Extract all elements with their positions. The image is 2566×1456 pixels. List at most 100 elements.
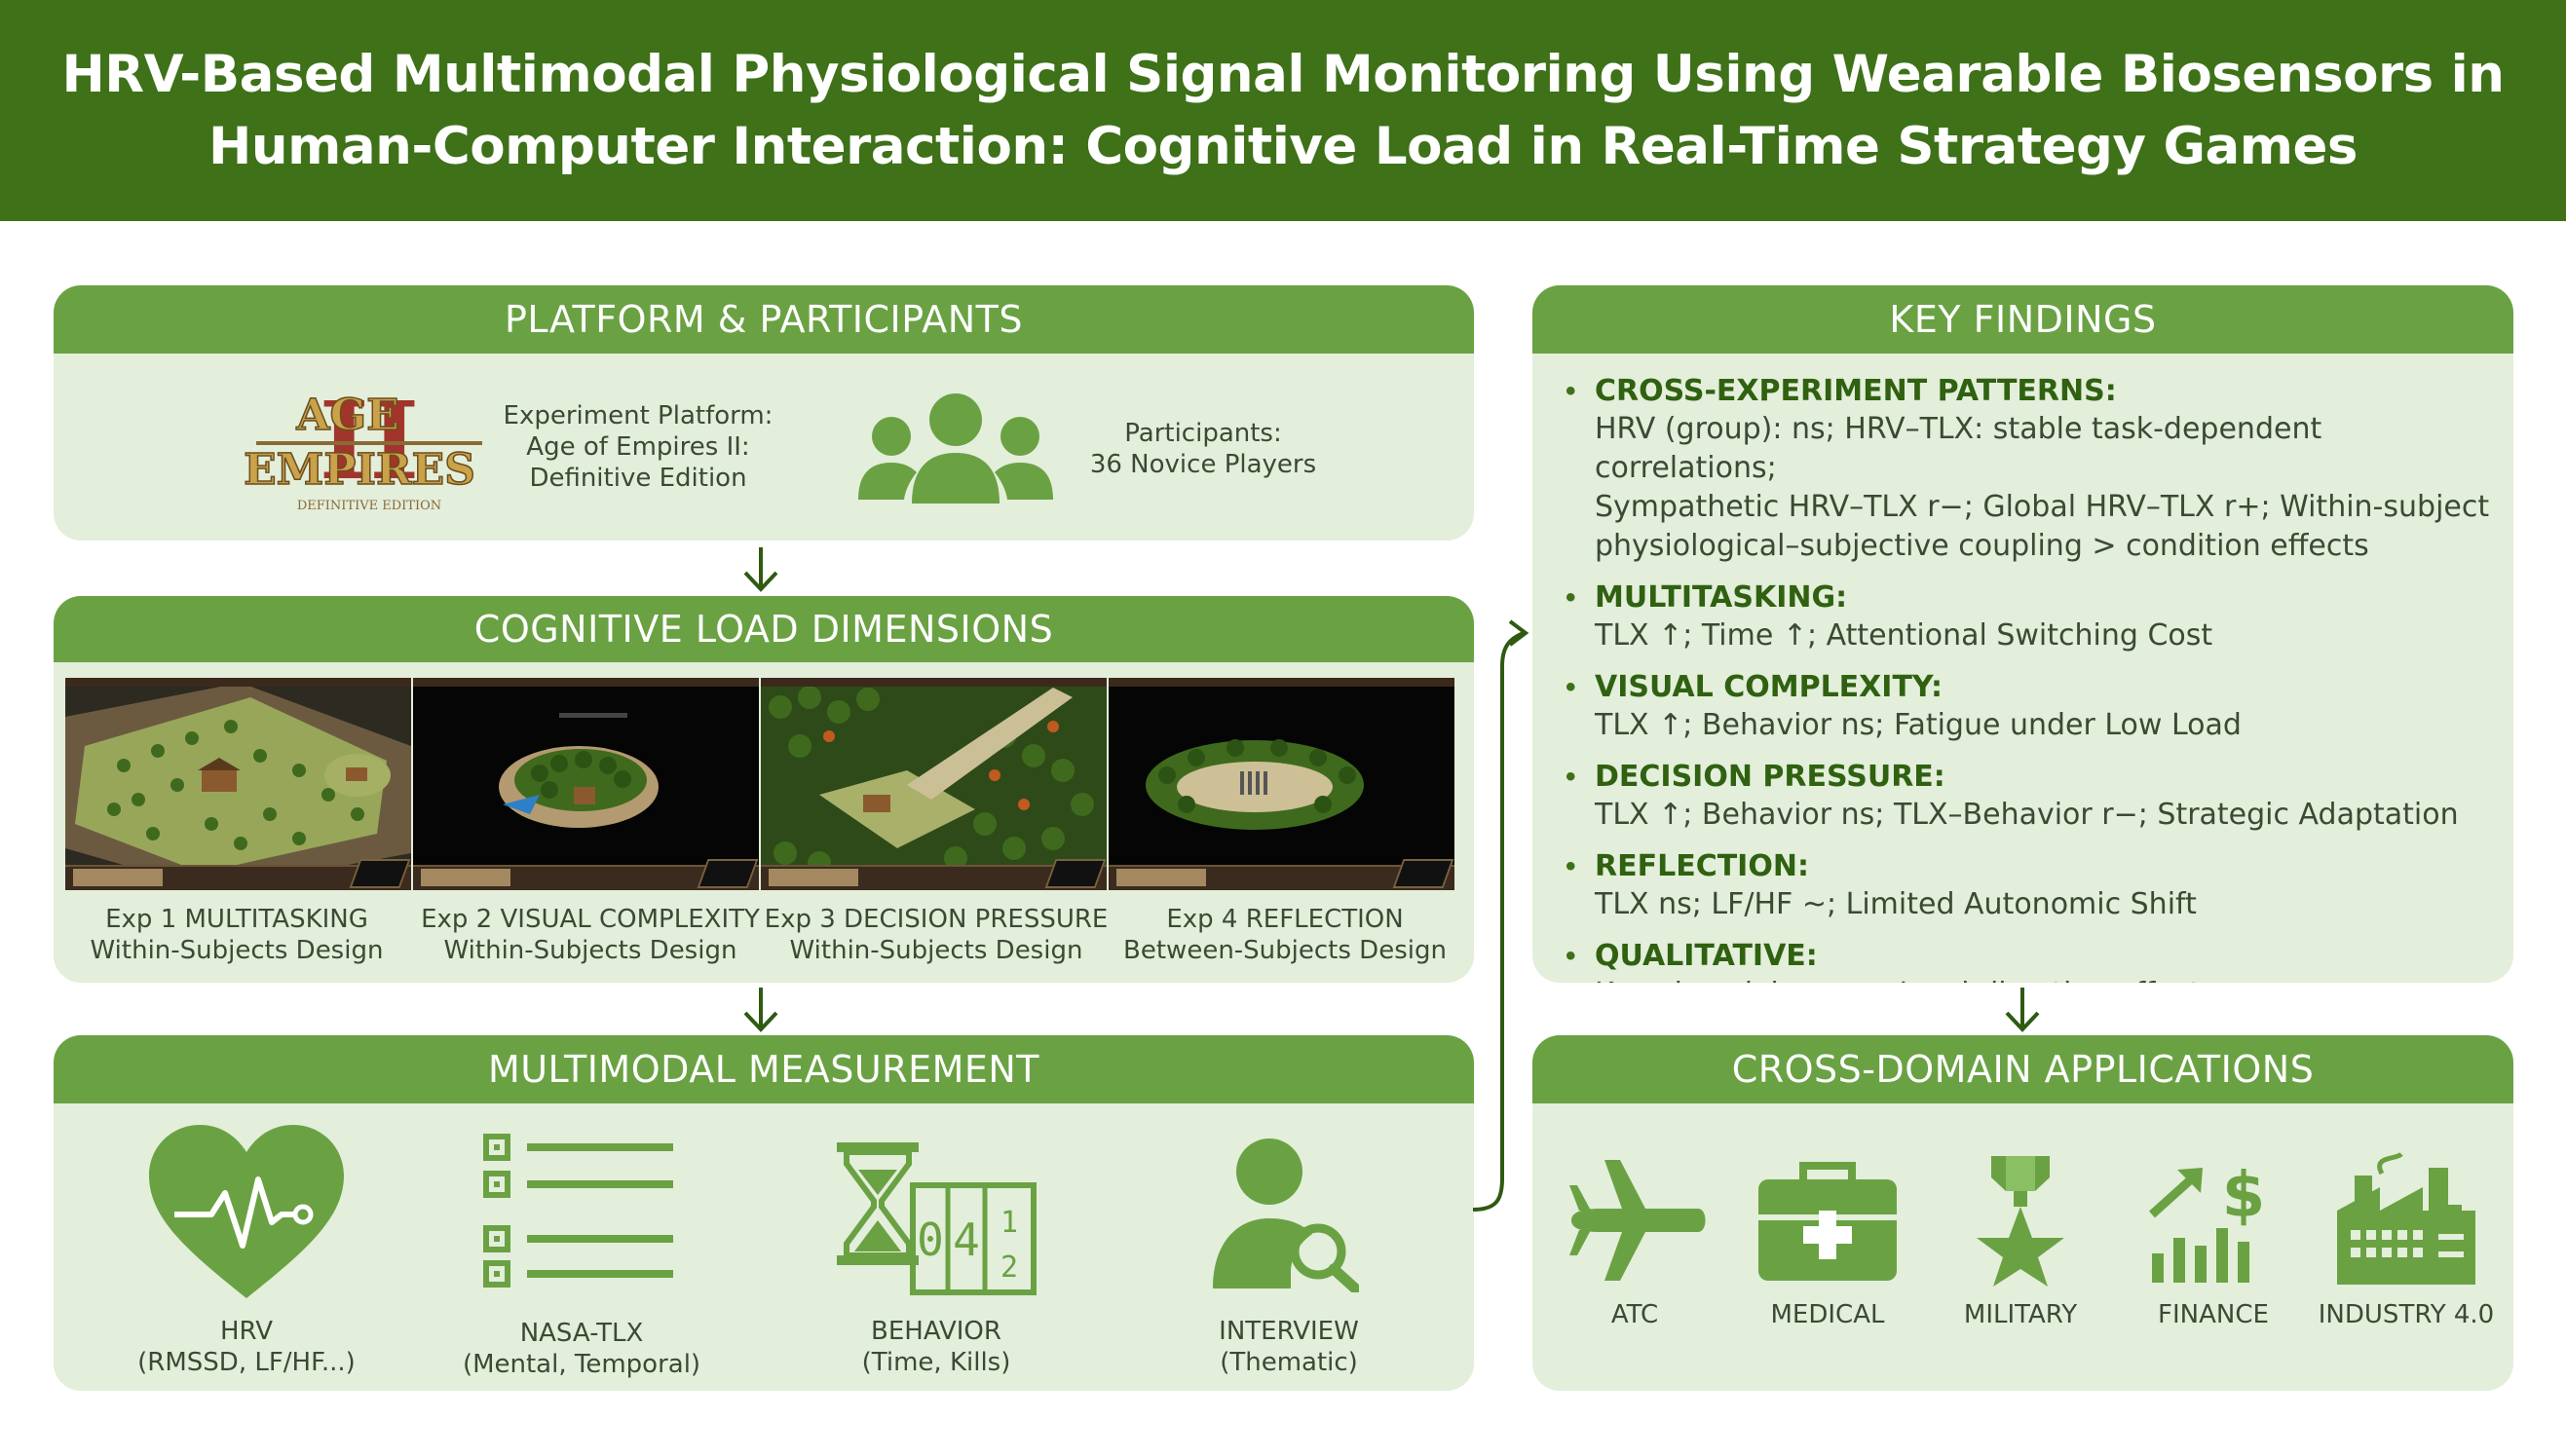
participants-line: 36 Novice Players: [1089, 450, 1317, 479]
exp4-design: Between-Subjects Design: [1123, 936, 1447, 965]
applications-heading: CROSS-DOMAIN APPLICATIONS: [1532, 1035, 2513, 1103]
finding-line: HRV (group): ns; HRV–TLX: stable task-de…: [1595, 412, 2322, 485]
logo-line3: DEFINITIVE EDITION: [297, 499, 441, 513]
app-label: MILITARY: [1963, 1300, 2078, 1329]
finding-line: TLX ↑; Behavior ns; TLX–Behavior r−; Str…: [1595, 798, 2459, 832]
checklist-icon: [483, 1134, 673, 1288]
interview-caption: INTERVIEW (Thematic): [1128, 1316, 1450, 1378]
finding-item: • QUALITATIVE: Knowing–doing gap; Load-d…: [1554, 938, 2504, 983]
header-banner: HRV-Based Multimodal Physiological Signa…: [0, 0, 2566, 221]
medical-kit-icon: [1758, 1162, 1897, 1281]
app-label: FINANCE: [2158, 1300, 2269, 1329]
exp3-screenshot: [761, 678, 1107, 890]
interview-label: INTERVIEW: [1219, 1317, 1359, 1346]
finding-item: • MULTITASKING: TLX ↑; Time ↑; Attention…: [1554, 579, 2504, 655]
group-icon: [858, 393, 1053, 504]
exp1-screenshot: [65, 678, 411, 890]
finding-heading: QUALITATIVE:: [1595, 939, 1818, 973]
bullet-icon: •: [1566, 375, 1576, 407]
military-medal-icon: [1977, 1156, 2064, 1287]
app-label: ATC: [1610, 1300, 1659, 1329]
finding-line: Sympathetic HRV–TLX r−; Global HRV–TLX r…: [1595, 490, 2490, 524]
finding-heading: CROSS-EXPERIMENT PATTERNS:: [1595, 374, 2117, 408]
finding-item: • REFLECTION: TLX ns; LF/HF ~; Limited A…: [1554, 848, 2504, 924]
finance-growth-icon: $: [2148, 1160, 2266, 1283]
arrow-down-icon: [2005, 988, 2040, 1032]
app-label: MEDICAL: [1770, 1300, 1885, 1329]
exp4-screenshot: [1109, 678, 1454, 890]
key-findings-panel: KEY FINDINGS • CROSS-EXPERIMENT PATTERNS…: [1532, 285, 2513, 983]
connector-arrow-icon: [1472, 619, 1529, 1212]
heart-pulse-icon: [149, 1125, 344, 1298]
interview-search-icon: [1213, 1139, 1359, 1292]
bullet-icon: •: [1566, 671, 1576, 703]
hrv-caption: HRV (RMSSD, LF/HF...): [86, 1316, 407, 1378]
counter-digit: 4: [953, 1213, 980, 1266]
participants-text: Participants: 36 Novice Players: [989, 418, 1417, 480]
finding-line: TLX ↑; Behavior ns; Fatigue under Low Lo…: [1595, 708, 2242, 742]
platform-panel: PLATFORM & PARTICIPANTS II AGE EMPIRES D…: [54, 285, 1474, 541]
experiment-platform-text: Experiment Platform: Age of Empires II: …: [443, 400, 833, 494]
participants-line: Participants:: [1124, 419, 1282, 448]
finding-line: Knowing–doing gap; Load-direction effect…: [1595, 975, 2504, 983]
exp3-title: Exp 3 DECISION PRESSURE: [764, 905, 1109, 934]
platform-heading: PLATFORM & PARTICIPANTS: [54, 285, 1474, 354]
tlx-sub: (Mental, Temporal): [462, 1350, 701, 1379]
hourglass-counter-icon: 0 4 1 2: [837, 1142, 1037, 1295]
exp3-caption: Exp 3 DECISION PRESSURE Within-Subjects …: [761, 904, 1112, 966]
arrow-down-icon: [743, 988, 778, 1032]
bullet-icon: •: [1566, 581, 1576, 614]
finding-heading: REFLECTION:: [1595, 849, 1809, 883]
measurement-heading: MULTIMODAL MEASUREMENT: [54, 1035, 1474, 1103]
counter-digit: 2: [1000, 1251, 1018, 1285]
factory-icon: [2337, 1152, 2475, 1285]
finding-item: • VISUAL COMPLEXITY: TLX ↑; Behavior ns;…: [1554, 669, 2504, 745]
finding-item: • CROSS-EXPERIMENT PATTERNS: HRV (group)…: [1554, 373, 2504, 566]
hrv-label: HRV: [220, 1317, 273, 1346]
hrv-sub: (RMSSD, LF/HF...): [137, 1348, 356, 1377]
findings-list: • CROSS-EXPERIMENT PATTERNS: HRV (group)…: [1554, 373, 2504, 983]
finding-heading: VISUAL COMPLEXITY:: [1595, 670, 1943, 704]
platform-line: Definitive Edition: [529, 464, 747, 493]
finding-heading: DECISION PRESSURE:: [1595, 760, 1945, 794]
cognitive-heading: COGNITIVE LOAD DIMENSIONS: [54, 596, 1474, 662]
exp1-title: Exp 1 MULTITASKING: [105, 905, 368, 934]
logo-line2: EMPIRES: [244, 445, 475, 495]
counter-digit: 1: [1000, 1206, 1018, 1240]
cognitive-load-panel: COGNITIVE LOAD DIMENSIONS: [54, 596, 1474, 983]
applications-panel: CROSS-DOMAIN APPLICATIONS ATC MEDICAL MI…: [1532, 1035, 2513, 1391]
tlx-caption: NASA-TLX (Mental, Temporal): [421, 1318, 742, 1380]
bullet-icon: •: [1566, 940, 1576, 972]
interview-sub: (Thematic): [1220, 1348, 1358, 1377]
exp4-caption: Exp 4 REFLECTION Between-Subjects Design: [1110, 904, 1460, 966]
platform-line: Age of Empires II:: [526, 432, 750, 462]
behavior-sub: (Time, Kills): [861, 1348, 1011, 1377]
arrow-down-icon: [743, 547, 778, 592]
exp3-design: Within-Subjects Design: [789, 936, 1083, 965]
bullet-icon: •: [1566, 761, 1576, 793]
exp2-title: Exp 2 VISUAL COMPLEXITY: [421, 905, 760, 934]
logo-line1: AGE: [295, 391, 398, 440]
svg-text:$: $: [2222, 1160, 2266, 1232]
finding-heading: MULTITASKING:: [1595, 580, 1848, 615]
exp4-title: Exp 4 REFLECTION: [1166, 905, 1404, 934]
exp2-design: Within-Subjects Design: [443, 936, 737, 965]
counter-digit: 0: [917, 1213, 944, 1266]
finding-line: TLX ns; LF/HF ~; Limited Autonomic Shift: [1595, 887, 2197, 921]
findings-heading: KEY FINDINGS: [1532, 285, 2513, 354]
logo-numeral: II: [320, 378, 420, 504]
exp1-caption: Exp 1 MULTITASKING Within-Subjects Desig…: [61, 904, 412, 966]
tlx-label: NASA-TLX: [519, 1319, 644, 1348]
app-label: INDUSTRY 4.0: [2318, 1300, 2495, 1329]
bullet-icon: •: [1566, 850, 1576, 882]
age-of-empires-logo: II AGE EMPIRES DEFINITIVE EDITION: [243, 378, 482, 513]
exp2-caption: Exp 2 VISUAL COMPLEXITY Within-Subjects …: [415, 904, 766, 966]
behavior-label: BEHAVIOR: [871, 1317, 1001, 1346]
finding-line: physiological–subjective coupling > cond…: [1595, 529, 2369, 563]
exp1-design: Within-Subjects Design: [90, 936, 384, 965]
airplane-icon: [1569, 1160, 1706, 1281]
exp2-screenshot: [413, 678, 759, 890]
finding-item: • DECISION PRESSURE: TLX ↑; Behavior ns;…: [1554, 759, 2504, 835]
page-title: HRV-Based Multimodal Physiological Signa…: [61, 44, 2505, 176]
behavior-caption: BEHAVIOR (Time, Kills): [775, 1316, 1097, 1378]
